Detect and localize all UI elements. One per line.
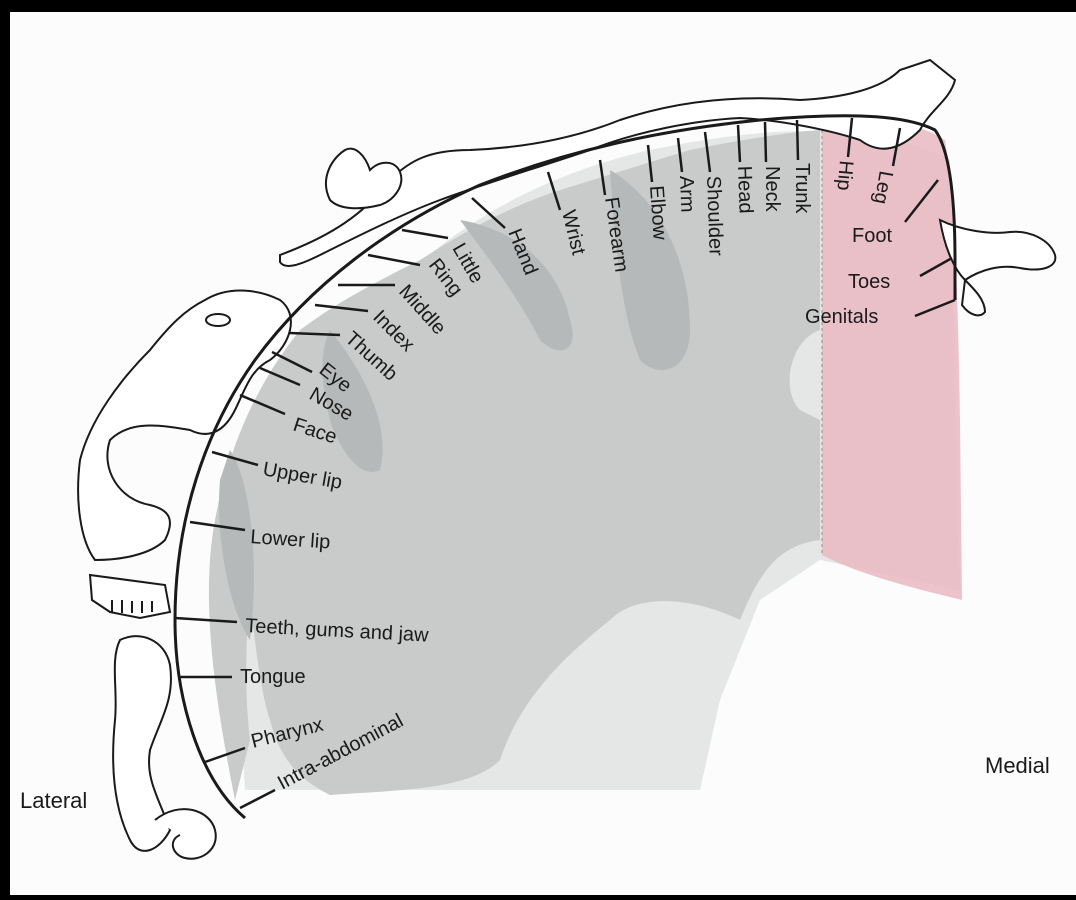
label-toes: Toes	[848, 271, 890, 293]
label-hip: Hip	[832, 160, 857, 192]
eye-outline	[206, 314, 230, 326]
label-foot: Foot	[852, 225, 892, 247]
medial-label: Medial	[985, 753, 1050, 778]
label-trunk: Trunk	[791, 163, 813, 214]
lateral-label: Lateral	[20, 788, 87, 813]
label-head: Head	[733, 165, 757, 214]
label-shoulder: Shoulder	[702, 175, 727, 256]
label-genitals: Genitals	[805, 306, 878, 328]
tick-trunk	[797, 120, 798, 160]
label-arm: Arm	[675, 175, 698, 212]
label-neck: Neck	[761, 166, 783, 213]
label-tongue: Tongue	[240, 666, 306, 688]
tick-neck	[765, 122, 766, 162]
label-elbow: Elbow	[645, 185, 671, 241]
